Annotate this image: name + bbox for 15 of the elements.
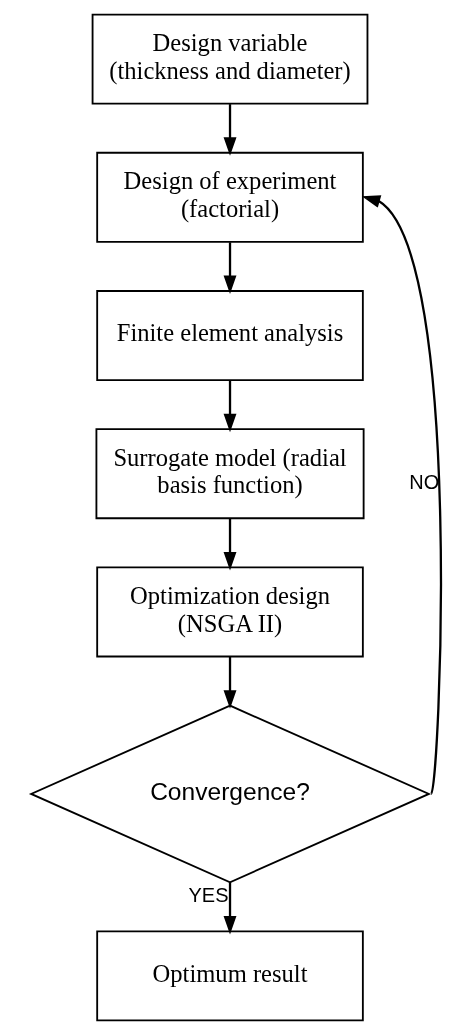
node-box: Design variable (thickness and diameter) <box>91 13 368 105</box>
arrow <box>223 104 236 156</box>
arrow <box>223 380 236 433</box>
node-box: Finite element analysis <box>95 290 364 381</box>
arrow <box>223 242 236 295</box>
node-box: Optimum result <box>95 930 364 1022</box>
node-box: Optimization design (NSGA II) <box>95 566 364 658</box>
arrow <box>223 882 236 935</box>
arrow <box>361 195 442 795</box>
node-box: Design of experiment (factorial) <box>95 151 364 243</box>
arrow <box>223 656 236 709</box>
arrow <box>223 518 236 571</box>
node-diamond: Convergence? <box>28 704 431 884</box>
node-box: Surrogate model (radial basis function) <box>95 428 365 520</box>
edge-label: YES <box>188 883 228 906</box>
